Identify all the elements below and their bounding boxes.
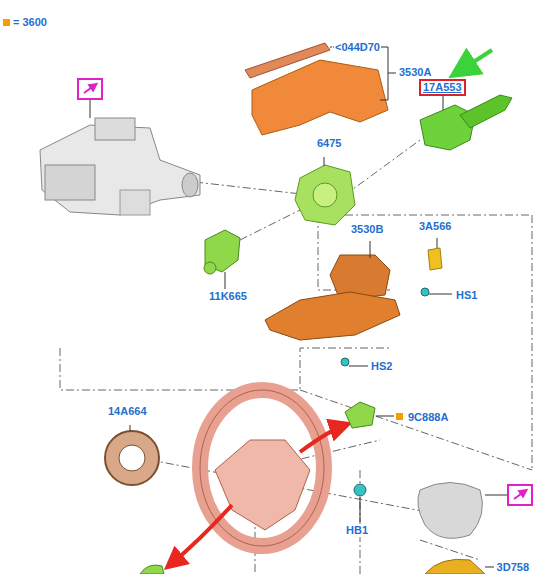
callout-number: 3530A [398,66,432,79]
callout-number: <044D70 [334,41,381,54]
wiper-switch [420,95,512,150]
callout-number: HB1 [345,524,369,537]
lower-shroud [265,241,400,340]
callout-number: 9C888A [407,411,449,424]
callout-number: HS2 [370,360,393,373]
legend-text: = 3600 [13,16,47,28]
part-number-box: 17A553 [419,79,466,96]
callout-number: 6475 [316,137,342,150]
legend-row: = 3600 [3,16,47,28]
callout-number: 11K665 [208,290,248,303]
callout-number: HS1 [455,289,478,302]
part-number: 17A553 [423,81,462,94]
steering-wheel [200,390,324,546]
assembly-lines [60,140,532,574]
legend-swatch [3,19,10,26]
callout-number: 3A566 [418,220,452,233]
switch-housing [295,157,355,225]
clockspring [105,425,159,485]
ignition-switch [204,230,240,289]
callout-number: 14A664 [107,405,148,418]
steering-column [40,118,200,215]
callout-number: 3530B [350,223,384,236]
callout-number: 3D758 [496,561,530,574]
